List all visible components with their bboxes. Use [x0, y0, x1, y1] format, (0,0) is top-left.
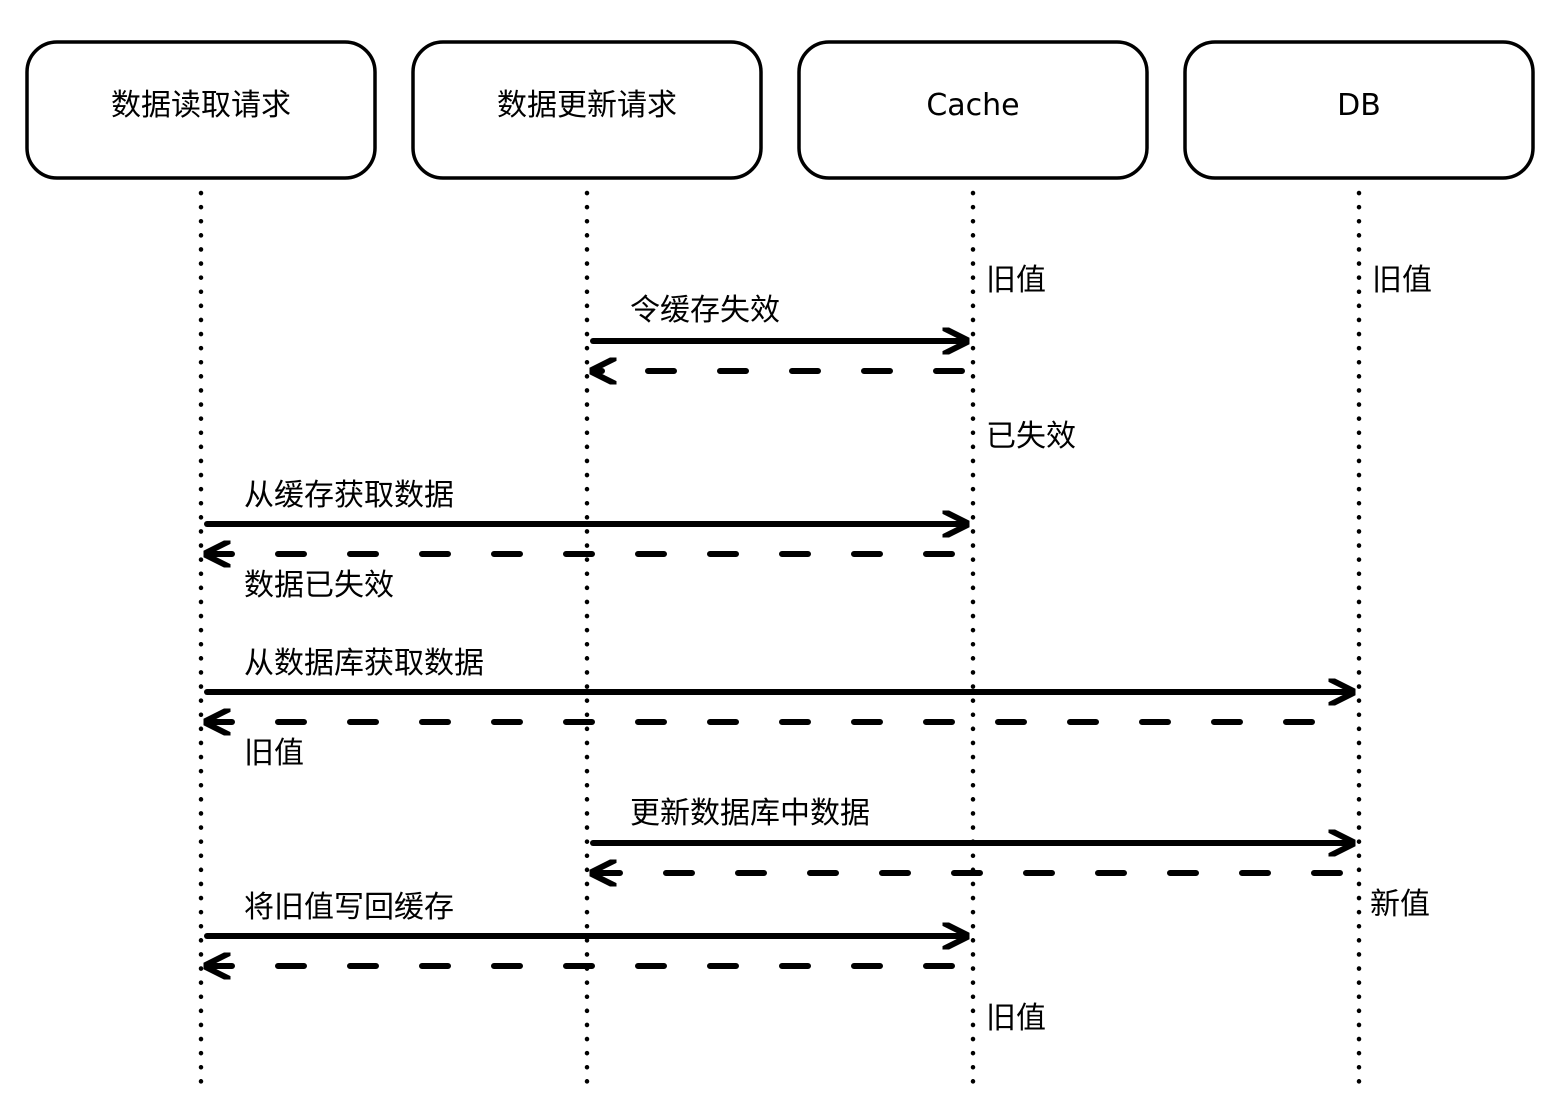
participant-label: Cache	[926, 88, 1019, 123]
message-label: 从缓存获取数据	[244, 478, 454, 513]
participant-db: DB	[1183, 40, 1535, 180]
participant-label: 数据更新请求	[497, 88, 677, 123]
message-update-database: 更新数据库中数据	[593, 796, 1350, 873]
state-cache-old-value: 旧值	[986, 263, 1046, 298]
state-cache-old-value-written: 旧值	[986, 1001, 1046, 1036]
message-label: 令缓存失效	[630, 293, 780, 328]
message-label: 从数据库获取数据	[244, 646, 484, 681]
participant-updater: 数据更新请求	[411, 40, 763, 180]
participant-cache: Cache	[797, 40, 1149, 180]
state-cache-invalidated: 已失效	[986, 419, 1076, 454]
message-get-from-database: 从数据库获取数据 旧值	[207, 646, 1350, 771]
participant-box	[25, 40, 377, 180]
participant-label: 数据读取请求	[111, 88, 291, 123]
participant-box	[411, 40, 763, 180]
message-label: 将旧值写回缓存	[244, 890, 454, 925]
message-label: 更新数据库中数据	[630, 796, 870, 831]
state-db-old-value: 旧值	[1372, 263, 1432, 298]
participant-reader: 数据读取请求	[25, 40, 377, 180]
message-invalidate-cache: 令缓存失效	[593, 293, 964, 371]
reply-label: 旧值	[244, 736, 304, 771]
participant-box	[797, 40, 1149, 180]
message-get-from-cache: 从缓存获取数据 数据已失效	[207, 478, 964, 603]
state-db-new-value: 新值	[1370, 887, 1430, 922]
reply-label: 数据已失效	[244, 568, 394, 603]
participant-label: DB	[1337, 88, 1381, 123]
message-write-back-cache: 将旧值写回缓存	[207, 890, 964, 966]
participant-box	[1183, 40, 1535, 180]
